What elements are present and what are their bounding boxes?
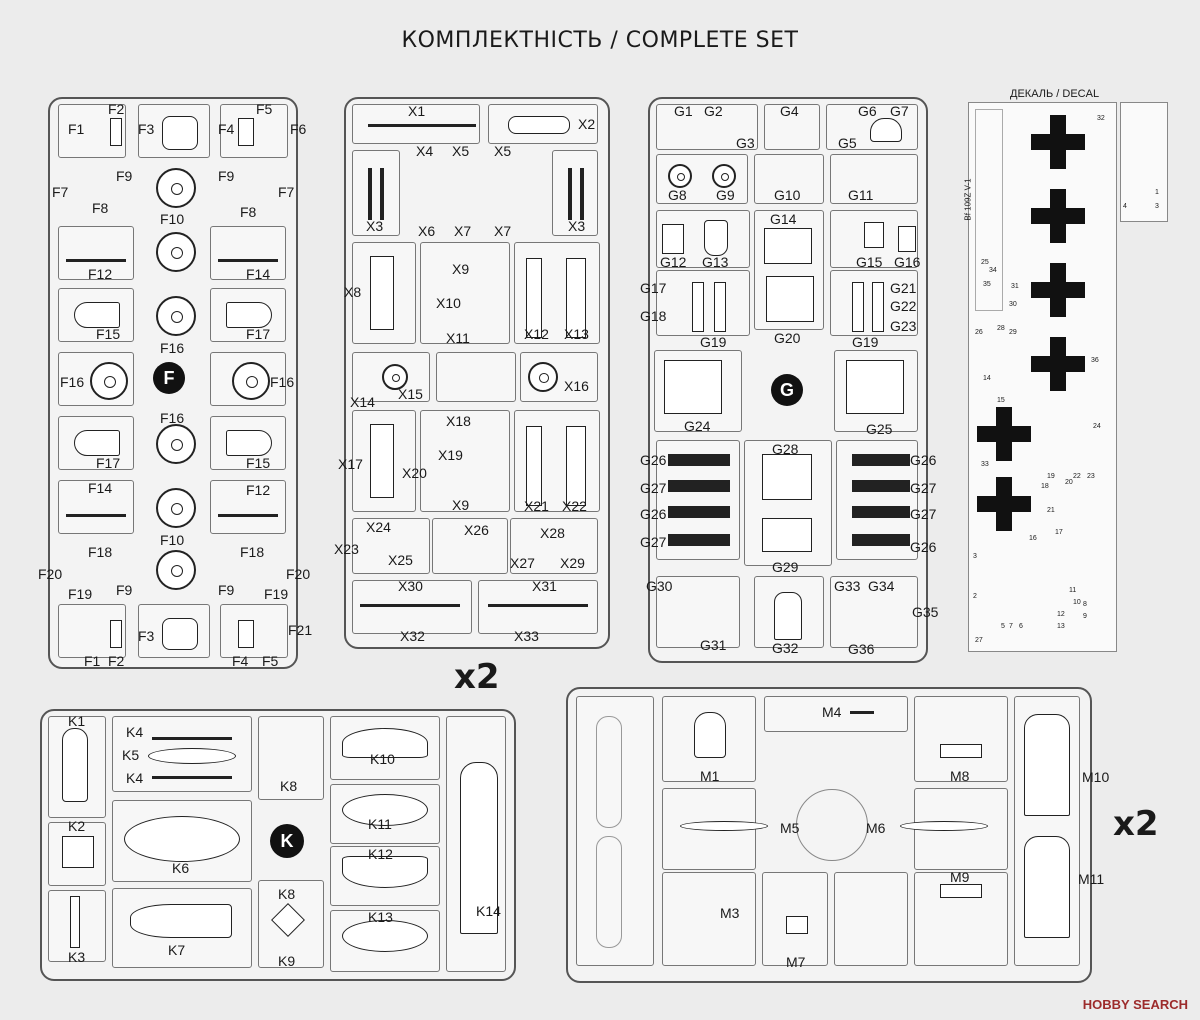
decal-number: 22: [1073, 473, 1081, 480]
decal-number: 10: [1073, 599, 1081, 606]
decal-number: 14: [983, 375, 991, 382]
decal-number: 5: [1001, 623, 1005, 630]
decal-number: 32: [1097, 115, 1105, 122]
decal-number: 35: [983, 281, 991, 288]
decal-number: 34: [989, 267, 997, 274]
multiplier-x-sprue: x2: [454, 657, 500, 697]
decal-number: 19: [1047, 473, 1055, 480]
decal-sheet: Bf 109Z V-1 32 25 34 35 31 30 28 29 26 3…: [964, 102, 1117, 652]
decal-number: 11: [1069, 587, 1077, 594]
decal-number: 28: [997, 325, 1005, 332]
decal-number: 8: [1083, 601, 1087, 608]
decal-number: 20: [1065, 479, 1073, 486]
decal-number: 1: [1155, 189, 1159, 196]
decal-number: 25: [981, 259, 989, 266]
decal-number: 6: [1019, 623, 1023, 630]
sprue-f-letter: F: [153, 362, 185, 394]
multiplier-m-sprue: x2: [1113, 804, 1159, 844]
decal-number: 3: [973, 553, 977, 560]
decal-number: 3: [1155, 203, 1159, 210]
decal-number: 4: [1123, 203, 1127, 210]
decal-number: 16: [1029, 535, 1037, 542]
page-title: КОМПЛЕКТНІСТЬ / COMPLETE SET: [401, 28, 799, 53]
decal-number: 18: [1041, 483, 1049, 490]
decal-number: 7: [1009, 623, 1013, 630]
sprue-g-letter: G: [771, 374, 803, 406]
decal-number: 24: [1093, 423, 1101, 430]
decal-number: 31: [1011, 283, 1019, 290]
decal-number: 17: [1055, 529, 1063, 536]
sprue-k-letter: K: [270, 824, 304, 858]
decal-number: 26: [975, 329, 983, 336]
decal-number: 15: [997, 397, 1005, 404]
decal-number: 33: [981, 461, 989, 468]
decal-number: 21: [1047, 507, 1055, 514]
decal-number: 29: [1009, 329, 1017, 336]
decal-number: 12: [1057, 611, 1065, 618]
decal-number: 36: [1091, 357, 1099, 364]
decal-mini-sheet: 4 1 3: [1120, 102, 1168, 222]
watermark-text: HOBBY SEARCH: [1082, 997, 1188, 1012]
decal-number: 2: [973, 593, 977, 600]
decal-number: 23: [1087, 473, 1095, 480]
decal-number: 13: [1057, 623, 1065, 630]
decal-code: Bf 109Z V-1: [963, 178, 973, 221]
decal-title: ДЕКАЛЬ / DECAL: [1010, 88, 1100, 100]
decal-number: 30: [1009, 301, 1017, 308]
decal-number: 27: [975, 637, 983, 644]
decal-number: 9: [1083, 613, 1087, 620]
